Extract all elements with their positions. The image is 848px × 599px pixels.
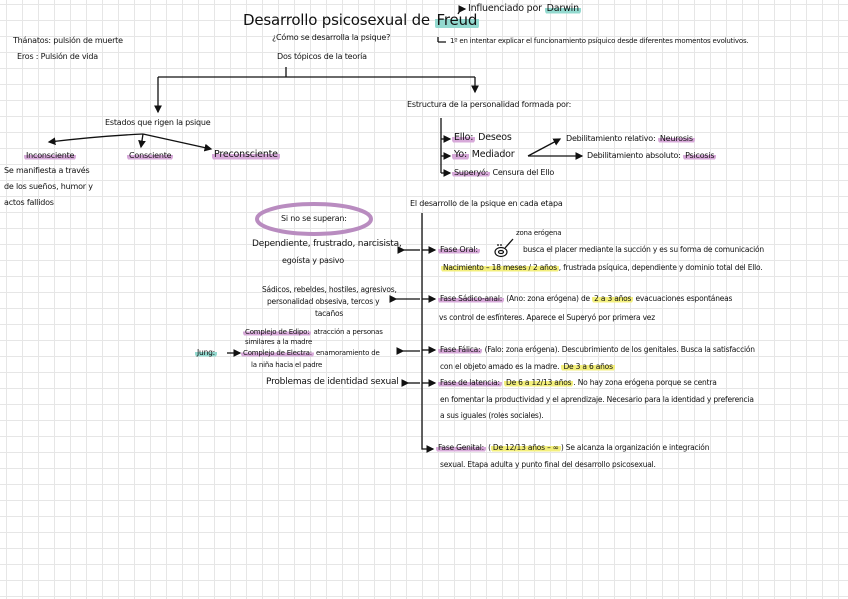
- phase-genital: Fase Genital: (De 12/13 años – ∞) Se alc…: [436, 443, 710, 452]
- consequence-oral-1: Dependiente, frustrado, narcisista,: [252, 239, 402, 249]
- arrow-relativo: [527, 138, 562, 157]
- phase-genital-line2: sexual. Etapa adulta y punto final del d…: [440, 460, 656, 469]
- jung: Jung:: [195, 348, 218, 357]
- states-note-1: Se manifiesta a través: [4, 166, 90, 175]
- development-trunk: [421, 213, 435, 453]
- tree-root-line: [158, 67, 475, 78]
- first-note: 1º en intentar explicar el funcionamient…: [450, 37, 749, 45]
- phase-falica-line2: con el objeto amado es la madre. De 3 a …: [440, 362, 615, 371]
- topics: Dos tópicos de la teoría: [277, 52, 367, 61]
- title-name: Freud: [434, 11, 480, 29]
- structure-superyo: Superyó: Censura del Ello: [452, 168, 555, 177]
- phase-anal: Fase Sádico-anal: (Ano: zona erógena) de…: [438, 294, 733, 303]
- electra: Complejo de Electra: enamoramiento de: [241, 349, 380, 357]
- phase-falica: Fase Fálica: (Falo: zona erógena). Descu…: [438, 345, 755, 354]
- structure-yo: Yo: Mediador: [452, 149, 515, 160]
- drive-thanatos: Thánatos: pulsión de muerte: [13, 36, 123, 45]
- arrow-preconsciente: [142, 133, 213, 152]
- state-preconsciente: Preconsciente: [212, 149, 280, 160]
- edipo-2: similares a la madre: [245, 338, 313, 346]
- consequence-anal-1: Sádicos, rebeldes, hostiles, agresivos,: [262, 285, 397, 294]
- development-heading: El desarrollo de la psique en cada etapa: [410, 199, 563, 208]
- structure-heading: Estructura de la personalidad formada po…: [407, 100, 572, 109]
- state-inconsciente: Inconsciente: [24, 151, 77, 160]
- structure-ello: Ello: Deseos: [452, 132, 512, 143]
- phase-latencia: Fase de latencia: De 6 a 12/13 años. No …: [438, 378, 717, 387]
- state-consciente: Consciente: [127, 151, 174, 160]
- consequence-anal-2: personalidad obsesiva, tercos y: [267, 297, 380, 306]
- zone-label: zona erógena: [516, 229, 562, 237]
- states-note-3: actos fallidos: [4, 198, 54, 207]
- phase-latencia-line3: a sus iguales (roles sociales).: [440, 411, 544, 420]
- page-title: Desarrollo psicosexual de Freud: [243, 11, 480, 29]
- consequence-anal-3: tacaños: [315, 309, 344, 318]
- oval-highlight: [255, 202, 373, 236]
- consequence-oral-2: egoísta y pasivo: [282, 256, 344, 265]
- arrow-consciente: [138, 133, 146, 149]
- oval-label: Si no se superan:: [281, 214, 347, 223]
- phase-oral-line2: Nacimiento – 18 meses / 2 años, frustrad…: [441, 263, 763, 272]
- states-heading: Estados que rigen la psique: [105, 118, 211, 127]
- weakening-absolute: Debilitamiento absoluto: Psicosis: [587, 151, 717, 160]
- drive-eros: Eros : Pulsión de vida: [17, 52, 98, 61]
- phase-latencia-line2: en fomentar la productividad y el aprend…: [440, 395, 754, 404]
- question: ¿Cómo se desarrolla la psique?: [272, 33, 391, 42]
- influence-note: Influenciado por Darwin: [468, 3, 581, 14]
- phase-oral: Fase Oral:: [438, 245, 480, 254]
- weakening-relative: Debilitamiento relativo: Neurosis: [566, 134, 695, 143]
- phase-anal-line2: vs control de esfínteres. Aparece el Sup…: [439, 313, 655, 322]
- arrow-inconsciente: [47, 133, 144, 146]
- consequence-latencia: Problemas de identidad sexual: [266, 377, 399, 387]
- electra-2: la niña hacia el padre: [251, 361, 323, 369]
- edipo: Complejo de Edipo: atracción a personas: [243, 328, 383, 336]
- phase-oral-line1: busca el placer mediante la succión y es…: [523, 245, 764, 254]
- states-note-2: de los sueños, humor y: [4, 182, 93, 191]
- lips-icon: [494, 244, 508, 258]
